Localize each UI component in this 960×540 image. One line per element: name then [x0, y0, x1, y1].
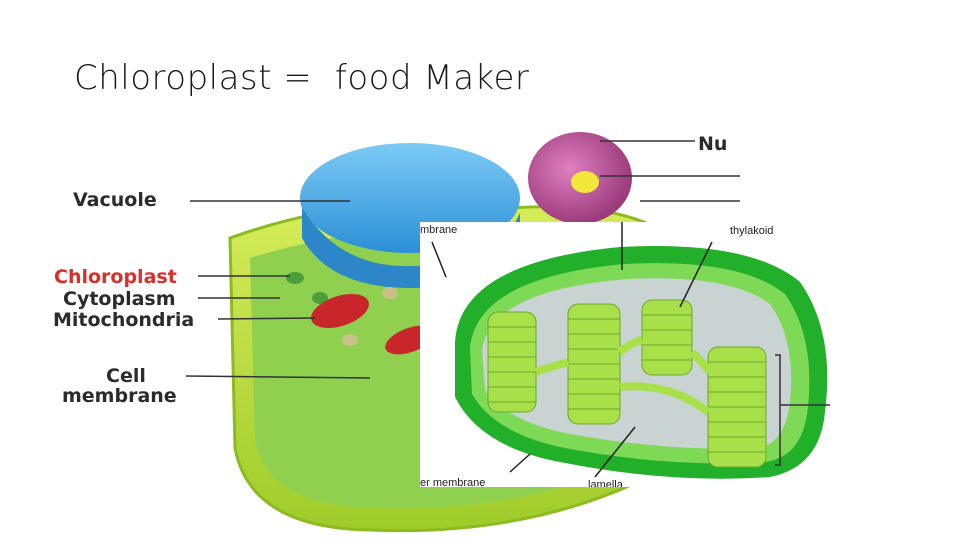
chloroplast-figure: mbrane thylakoid er membrane lamella [420, 222, 840, 487]
vacuole-label: Vacuole [73, 189, 157, 211]
mitochondrion [311, 293, 369, 329]
slide-title: Chloroplast = food Maker [74, 58, 530, 98]
cell-membrane-label-line2: membrane [62, 385, 177, 407]
mitochondria-label: Mitochondria [53, 309, 194, 331]
lamellae [534, 336, 714, 416]
cytoplasm-label: Cytoplasm [63, 288, 176, 310]
membrane-label: mbrane [420, 224, 457, 236]
cell-membrane-label-line1: Cell [106, 365, 146, 387]
chloroplast-organelle [312, 292, 328, 304]
vesicle [342, 334, 358, 346]
chloroplast-organelle [286, 272, 304, 284]
nucleus-label: Nu [698, 133, 727, 155]
outer-membrane-label: er membrane [420, 477, 485, 487]
thylakoid-label: thylakoid [730, 225, 773, 237]
cell-leader-lines [185, 140, 740, 379]
granum-discs [488, 314, 766, 453]
granum-bracket [775, 354, 781, 466]
chloroplast-illustration: mbrane thylakoid er membrane lamella [420, 222, 840, 487]
vesicle [382, 287, 398, 299]
chloroplast-label: Chloroplast [54, 266, 177, 288]
lamella-label: lamella [588, 479, 624, 487]
nucleolus [571, 171, 599, 193]
chloroplast-arrows [431, 222, 713, 478]
